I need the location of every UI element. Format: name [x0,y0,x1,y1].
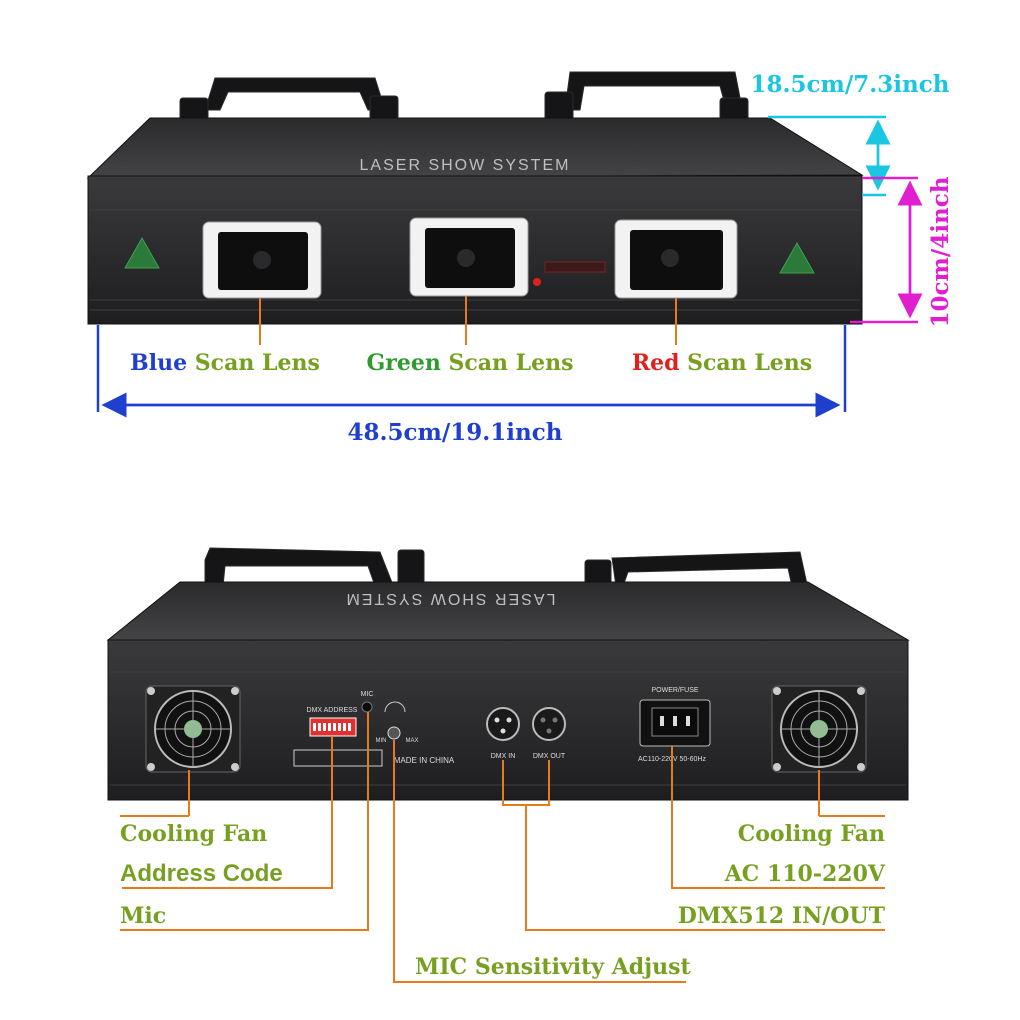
laser-aperture-indicator [533,278,541,286]
side-dimension [850,176,923,324]
dmx-in-connector [486,707,520,741]
callout-mic: Mic [120,903,166,929]
lens-color-word: Green [366,350,440,376]
callout-cooling-fan-left: Cooling Fan [120,821,267,847]
dmx-out-label: DMX OUT [533,753,566,760]
blue-scan-lens [202,221,322,299]
lens-label-blue: Blue Scan Lens [130,350,320,376]
certification-marks [293,749,383,767]
laser-warning-icon-left [124,236,160,269]
green-scan-lens [409,217,529,297]
dimension-side-label: 10cm/4inch [927,176,954,327]
lens-label-green: Green Scan Lens [366,350,573,376]
power-pins [660,716,690,726]
dmx-in-label: DMX IN [491,753,516,760]
dmx-address-label: DMX ADDRESS [307,707,358,714]
dimension-top-label: 18.5cm/7.3inch [751,71,950,98]
callout-address-code: Address Code [120,860,283,887]
front-top-surface [86,117,864,179]
width-dimension [96,325,847,418]
lens-color-word: Red [632,350,680,376]
callout-cooling-fan-right: Cooling Fan [738,821,885,847]
lens-label-rest: Scan Lens [187,350,320,376]
lens-label-rest: Scan Lens [679,350,812,376]
front-device: LASER SHOW SYSTEM [86,71,864,325]
back-grooves [110,671,906,786]
sensitivity-arc [384,701,406,713]
power-fuse-label: POWER/FUSE [651,687,698,694]
front-panel-title: LASER SHOW SYSTEM [360,157,571,174]
min-label: MIN [376,738,387,744]
red-scan-lens [614,219,738,299]
back-device: LASER SHOW SYSTEM [106,547,910,801]
cooling-fan-left [145,685,241,773]
laser-warning-icon-right [779,241,815,274]
front-grooves [90,209,860,311]
sensitivity-knob [387,726,401,740]
lens-color-word: Blue [130,350,187,376]
dimension-width-label: 48.5cm/19.1inch [348,419,563,446]
made-in-label: MADE IN CHINA [394,756,455,765]
mic-port-label: MIC [361,691,374,698]
lens-label-rest: Scan Lens [441,350,574,376]
back-panel-title: LASER SHOW SYSTEM [345,590,556,607]
dmx-out-connector [532,707,566,741]
callout-dmx512: DMX512 IN/OUT [678,903,886,929]
lens-label-red: Red Scan Lens [632,350,812,376]
max-label: MAX [405,738,418,744]
laser-warning-sticker [544,261,606,273]
callout-ac: AC 110-220V [724,861,886,887]
callout-mic-sensitivity: MIC Sensitivity Adjust [415,954,691,980]
dip-switch-keys [313,723,351,731]
mic-hole [361,701,373,713]
back-leader-lines [120,712,885,983]
front-leader-lines [259,296,677,345]
cooling-fan-right [771,685,867,773]
